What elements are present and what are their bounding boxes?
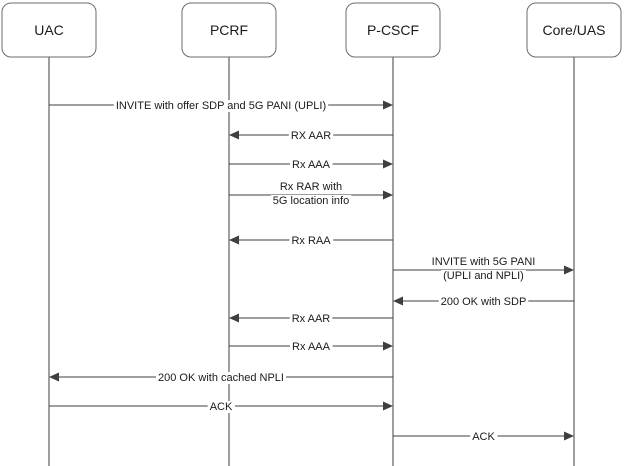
arrowhead-icon — [229, 313, 239, 323]
message-label-background — [288, 130, 334, 142]
message-invite-pani: INVITE with 5G PANI (UPLI and NPLI) — [393, 256, 574, 282]
message-label-background — [289, 313, 333, 325]
message-label: INVITE with offer SDP and 5G PANI (UPLI) — [116, 100, 326, 112]
message-label-background — [207, 401, 235, 413]
message-label: Rx AAA — [292, 159, 331, 171]
participant-core: Core/UAS — [526, 2, 622, 58]
message-label: Rx AAR — [292, 313, 331, 325]
message-label: RX AAR — [291, 130, 331, 142]
message-label-background — [470, 431, 498, 443]
message-label: 5G location info — [273, 195, 349, 207]
arrowhead-icon — [564, 431, 574, 441]
participant-label: P-CSCF — [367, 22, 419, 38]
participant-boxes: UAC PCRF P-CSCF Core/UAS — [1, 2, 622, 58]
message-label: (UPLI and NPLI) — [443, 270, 524, 282]
arrowhead-icon — [49, 372, 59, 382]
message-rx-rar: Rx RAR with 5G location info — [229, 181, 393, 207]
message-rx-aar-1: RX AAR — [229, 130, 393, 142]
message-label-background — [429, 256, 538, 268]
message-label-background — [113, 100, 329, 112]
message-rx-aaa-1: Rx AAA — [229, 159, 393, 171]
arrowhead-icon — [383, 159, 393, 169]
arrowhead-icon — [383, 100, 393, 110]
arrowhead-icon — [229, 235, 239, 245]
message-label: Rx RAA — [291, 235, 331, 247]
message-rx-aaa-2: Rx AAA — [229, 341, 393, 353]
participant-box — [526, 2, 622, 58]
message-label-background — [438, 296, 529, 308]
participant-label: Core/UAS — [542, 22, 605, 38]
message-label-background — [289, 235, 334, 247]
arrowhead-icon — [393, 296, 403, 306]
lifelines — [48, 57, 575, 466]
participant-label: PCRF — [210, 22, 248, 38]
arrowhead-icon — [383, 401, 393, 411]
participant-label: UAC — [34, 22, 64, 38]
message-label: Rx RAR with — [280, 181, 342, 193]
message-label-background — [156, 372, 286, 384]
message-ok-sdp: 200 OK with SDP — [393, 296, 574, 308]
message-label-background — [277, 181, 345, 193]
message-label-background — [290, 159, 333, 171]
arrowhead-icon — [383, 190, 393, 200]
message-label-background — [441, 270, 526, 282]
participant-box — [345, 2, 441, 58]
participant-box — [1, 2, 97, 58]
arrowhead-icon — [229, 130, 239, 140]
message-ack-1: ACK — [49, 401, 393, 413]
message-label: INVITE with 5G PANI — [432, 256, 536, 268]
message-ok-npli: 200 OK with cached NPLI — [49, 372, 393, 384]
participant-uac: UAC — [1, 2, 97, 58]
arrowhead-icon — [564, 265, 574, 275]
message-label-background — [290, 341, 333, 353]
participant-box — [181, 2, 277, 58]
message-ack-2: ACK — [393, 431, 574, 443]
message-label: Rx AAA — [292, 341, 331, 353]
message-rx-aar-2: Rx AAR — [229, 313, 393, 325]
message-label: ACK — [472, 431, 495, 443]
message-label: ACK — [210, 401, 233, 413]
participant-pcscf: P-CSCF — [345, 2, 441, 58]
participant-pcrf: PCRF — [181, 2, 277, 58]
message-label-background — [270, 195, 352, 207]
message-invite-offer: INVITE with offer SDP and 5G PANI (UPLI) — [49, 100, 393, 112]
message-rx-raa: Rx RAA — [229, 235, 393, 247]
message-label: 200 OK with SDP — [441, 296, 527, 308]
arrowhead-icon — [383, 341, 393, 351]
messages: INVITE with offer SDP and 5G PANI (UPLI)… — [49, 100, 574, 443]
message-label: 200 OK with cached NPLI — [158, 372, 284, 384]
